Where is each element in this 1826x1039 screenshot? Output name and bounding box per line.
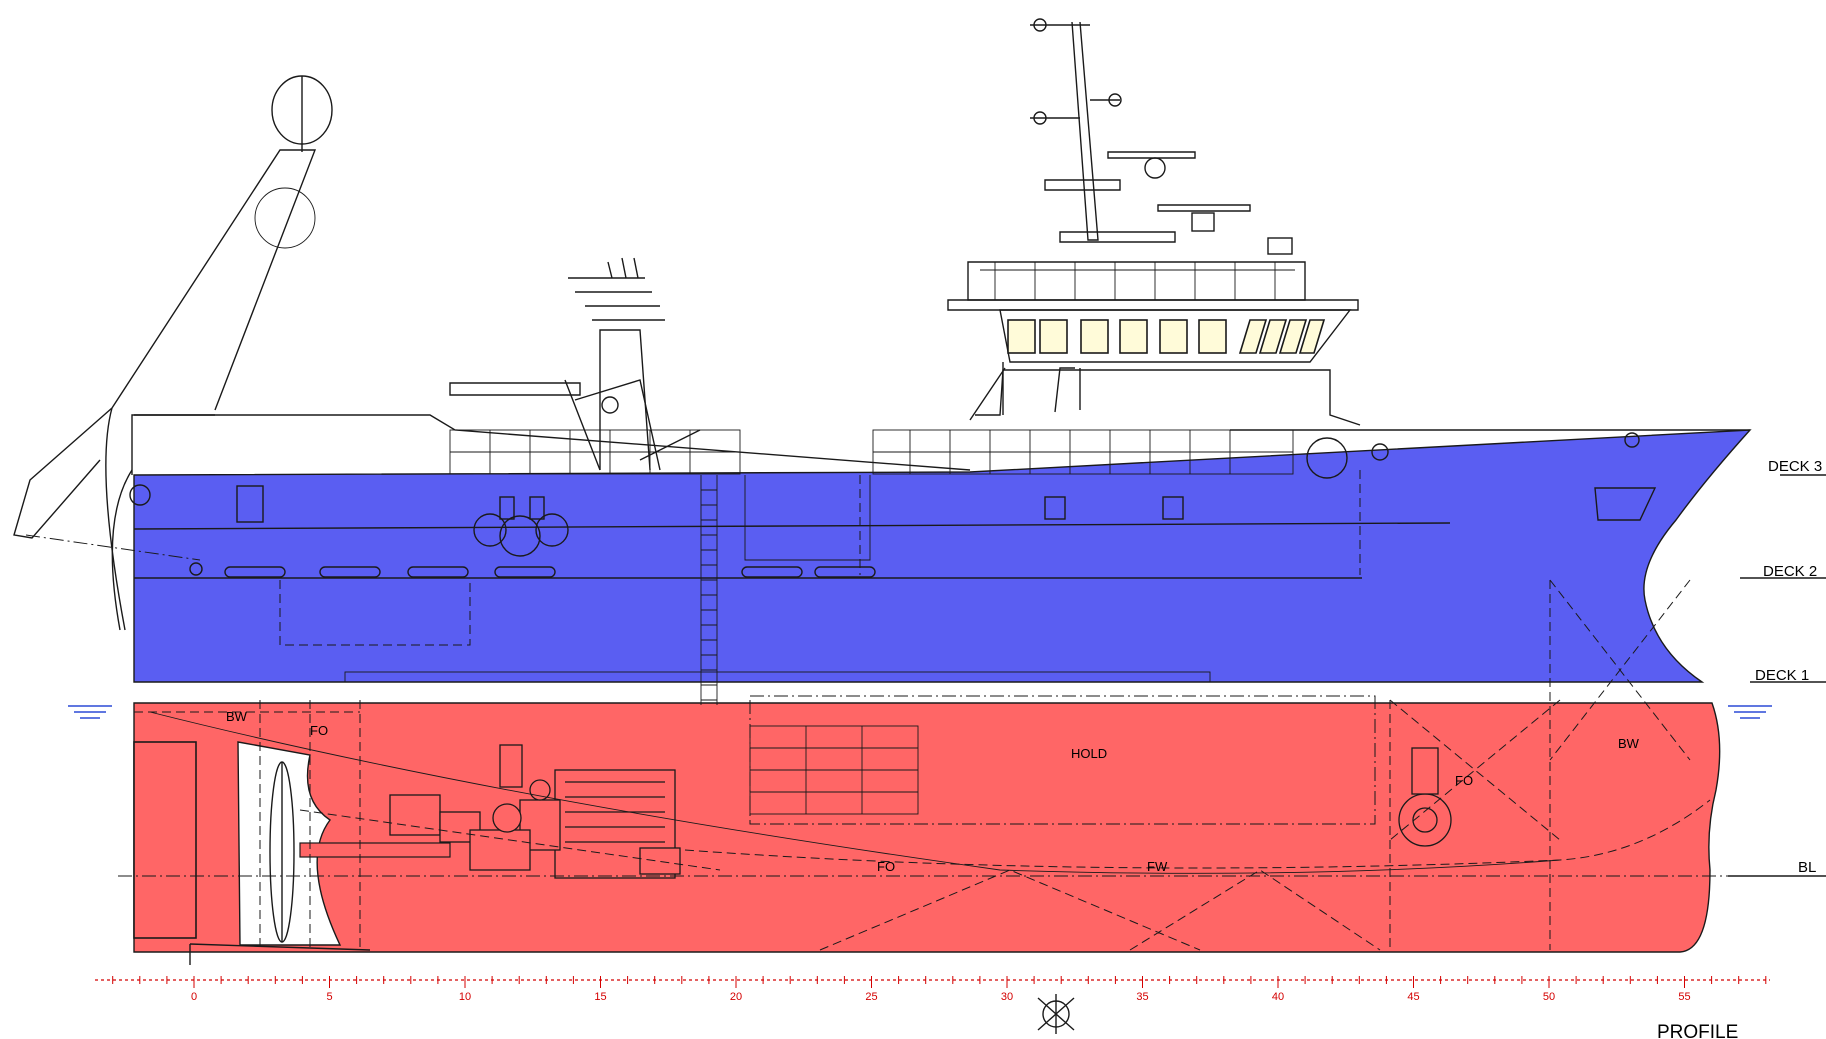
midship-symbol	[1037, 994, 1075, 1034]
frame-label: 5	[326, 991, 332, 1003]
superstructure	[872, 261, 1361, 475]
deck-3-label: DECK 3	[1768, 458, 1822, 475]
frame-label: 10	[459, 991, 471, 1003]
rudder	[133, 741, 197, 939]
compartment-label-bw-fwd: BW	[1618, 736, 1640, 751]
waterline-markers	[68, 705, 1772, 719]
deck-1-label: DECK 1	[1755, 667, 1809, 684]
frame-label: 25	[865, 991, 877, 1003]
upper-hull	[133, 429, 1752, 683]
bow-thruster	[1398, 747, 1452, 847]
lower-hull	[133, 702, 1721, 953]
frame-scale-ticks	[112, 976, 1767, 988]
main-engine	[389, 744, 681, 879]
frame-label: 0	[191, 991, 197, 1003]
upper-internal-lines	[133, 470, 1702, 683]
frame-label: 30	[1001, 991, 1013, 1003]
frame-label: 15	[594, 991, 606, 1003]
stern-gantry	[13, 75, 333, 631]
frame-label: 55	[1678, 991, 1690, 1003]
baseline-label: BL	[1798, 859, 1816, 876]
radar-mast	[1030, 18, 1293, 255]
frame-label: 50	[1543, 991, 1555, 1003]
hold-pallets	[749, 725, 919, 815]
deck-reference-lines	[1728, 474, 1826, 877]
winch-drums	[224, 566, 876, 578]
compartment-label-fo-fwd: FO	[1455, 773, 1473, 788]
frame-label: 40	[1272, 991, 1284, 1003]
ladder	[700, 475, 718, 705]
trawl-mast	[449, 257, 741, 475]
frame-label: 45	[1407, 991, 1419, 1003]
wheelhouse-windows	[1007, 319, 1326, 354]
compartment-label-fo-mid: FO	[877, 859, 895, 874]
deck-2-label: DECK 2	[1763, 563, 1817, 580]
compartment-label-bw-aft: BW	[226, 709, 248, 724]
drawing-title: PROFILE	[1657, 1022, 1738, 1039]
propeller-shaft	[299, 842, 451, 858]
compartment-label-fw: FW	[1147, 859, 1168, 874]
frame-scale-labels: 0 5 10 15 20 25 30 35 40 45 50 55	[191, 991, 1691, 1003]
tank-boundaries	[134, 579, 1711, 951]
hold-outline	[749, 695, 1376, 825]
compartment-label-fo-aft: FO	[310, 723, 328, 738]
frame-label: 35	[1136, 991, 1148, 1003]
forecastle-fittings	[189, 432, 1640, 576]
frame-label: 20	[730, 991, 742, 1003]
deck-machinery	[473, 496, 569, 557]
compartment-label-hold: HOLD	[1071, 746, 1107, 761]
